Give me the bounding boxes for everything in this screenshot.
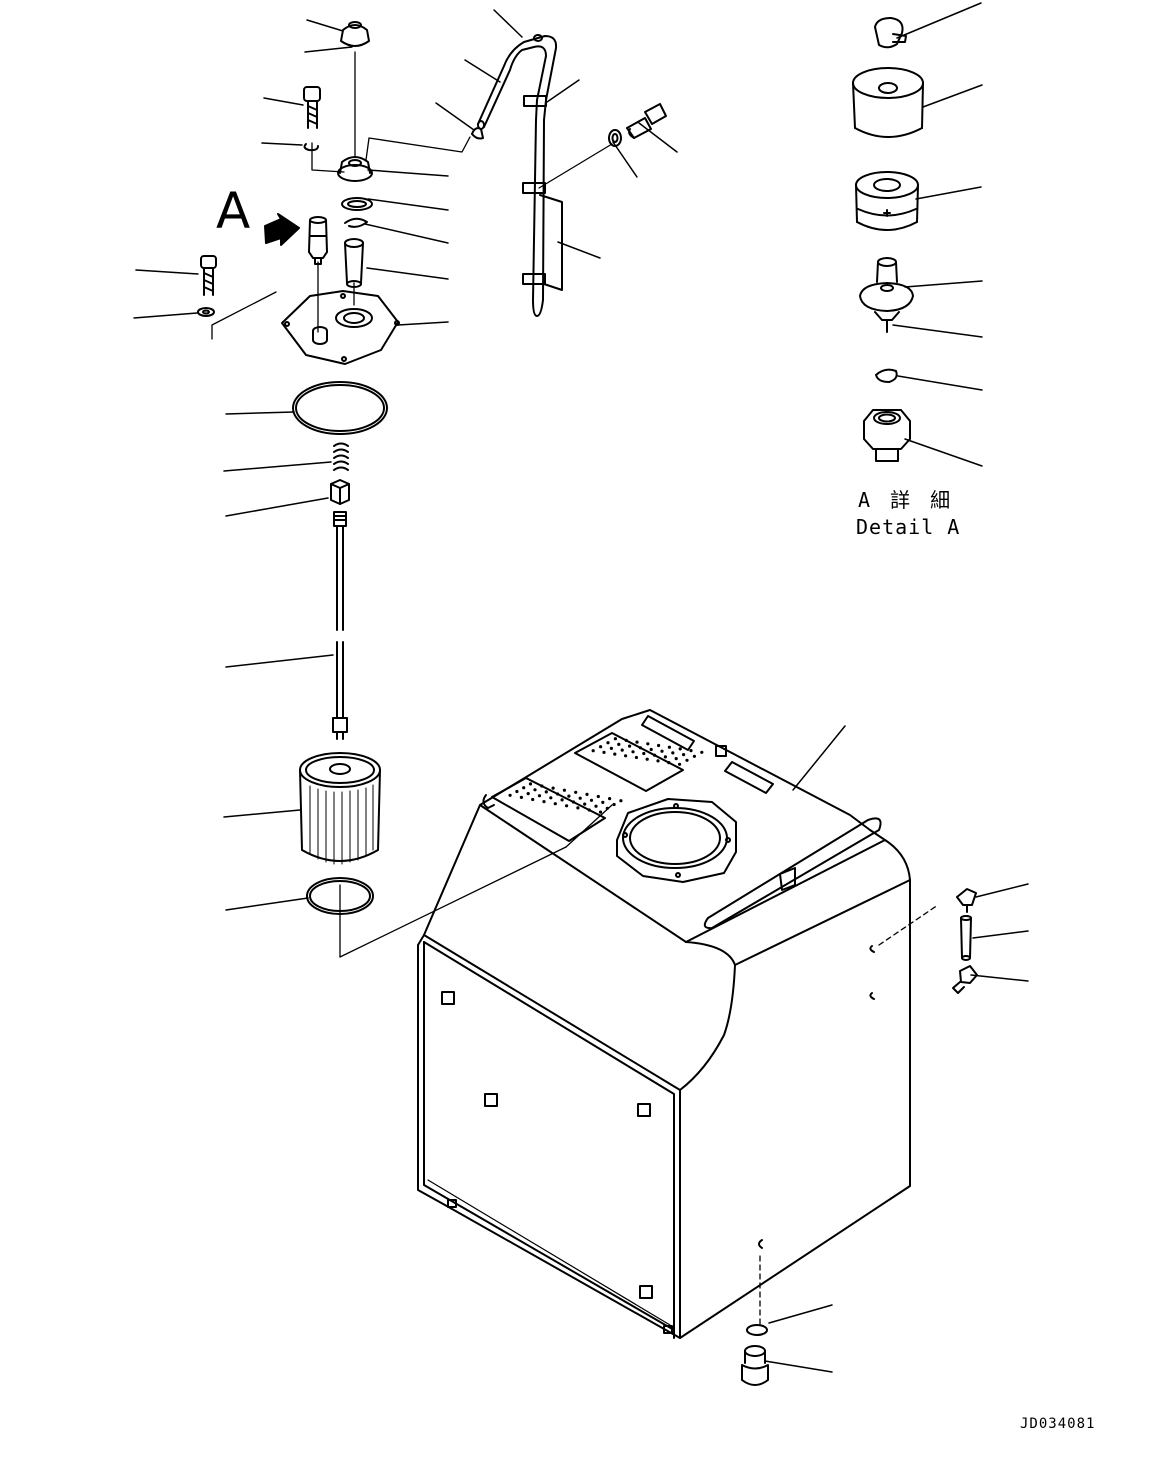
spring [333, 442, 349, 471]
arrow-a [264, 213, 300, 246]
cover-bolt [200, 255, 217, 296]
cap-bolt [303, 86, 321, 129]
detail-valve-body [859, 257, 914, 333]
tank-cover-plate [281, 290, 400, 365]
detail-housing [855, 171, 919, 231]
breather-cap [340, 21, 370, 47]
elbow-fitting-bottom [952, 965, 978, 994]
drawing-number: JD034081 [1020, 1416, 1096, 1432]
elbow-fitting-top [956, 888, 977, 913]
cap-seal-ring [341, 197, 373, 211]
hydraulic-tank [417, 709, 911, 1339]
cover-o-ring [292, 381, 388, 435]
sight-tube [960, 915, 972, 961]
cover-washer [197, 307, 215, 317]
rod [332, 511, 348, 740]
detail-gasket [875, 368, 898, 383]
strainer-tube [344, 238, 364, 288]
cap-flange-nut [337, 156, 373, 182]
view-a-marker: A [216, 182, 251, 240]
detail-cap [874, 17, 907, 49]
detail-title-english: Detail A [856, 515, 961, 539]
drain-plug [741, 1345, 769, 1386]
anti-slip-dots [508, 737, 704, 814]
detail-adapter [863, 409, 911, 462]
detail-title-japanese: A 詳 細 [858, 488, 955, 512]
filter-o-ring [306, 877, 374, 915]
valve-a [308, 216, 328, 265]
filter-element [299, 752, 381, 865]
drain-washer [746, 1324, 768, 1336]
pipe-clip [471, 127, 484, 140]
anti-slip-plate-2 [574, 732, 684, 792]
hex-nut [330, 479, 350, 505]
breather-pipe [477, 34, 563, 317]
leader-lines [133, 2, 1029, 1373]
assembly-lines [211, 51, 939, 1325]
pipe-clamp-bolt [626, 103, 667, 139]
anti-slip-plate-1 [491, 777, 606, 842]
detail-filter-cylinder [852, 67, 924, 138]
snap-ring [344, 217, 368, 228]
pipe-washer [608, 129, 622, 147]
cap-washer [303, 143, 319, 152]
